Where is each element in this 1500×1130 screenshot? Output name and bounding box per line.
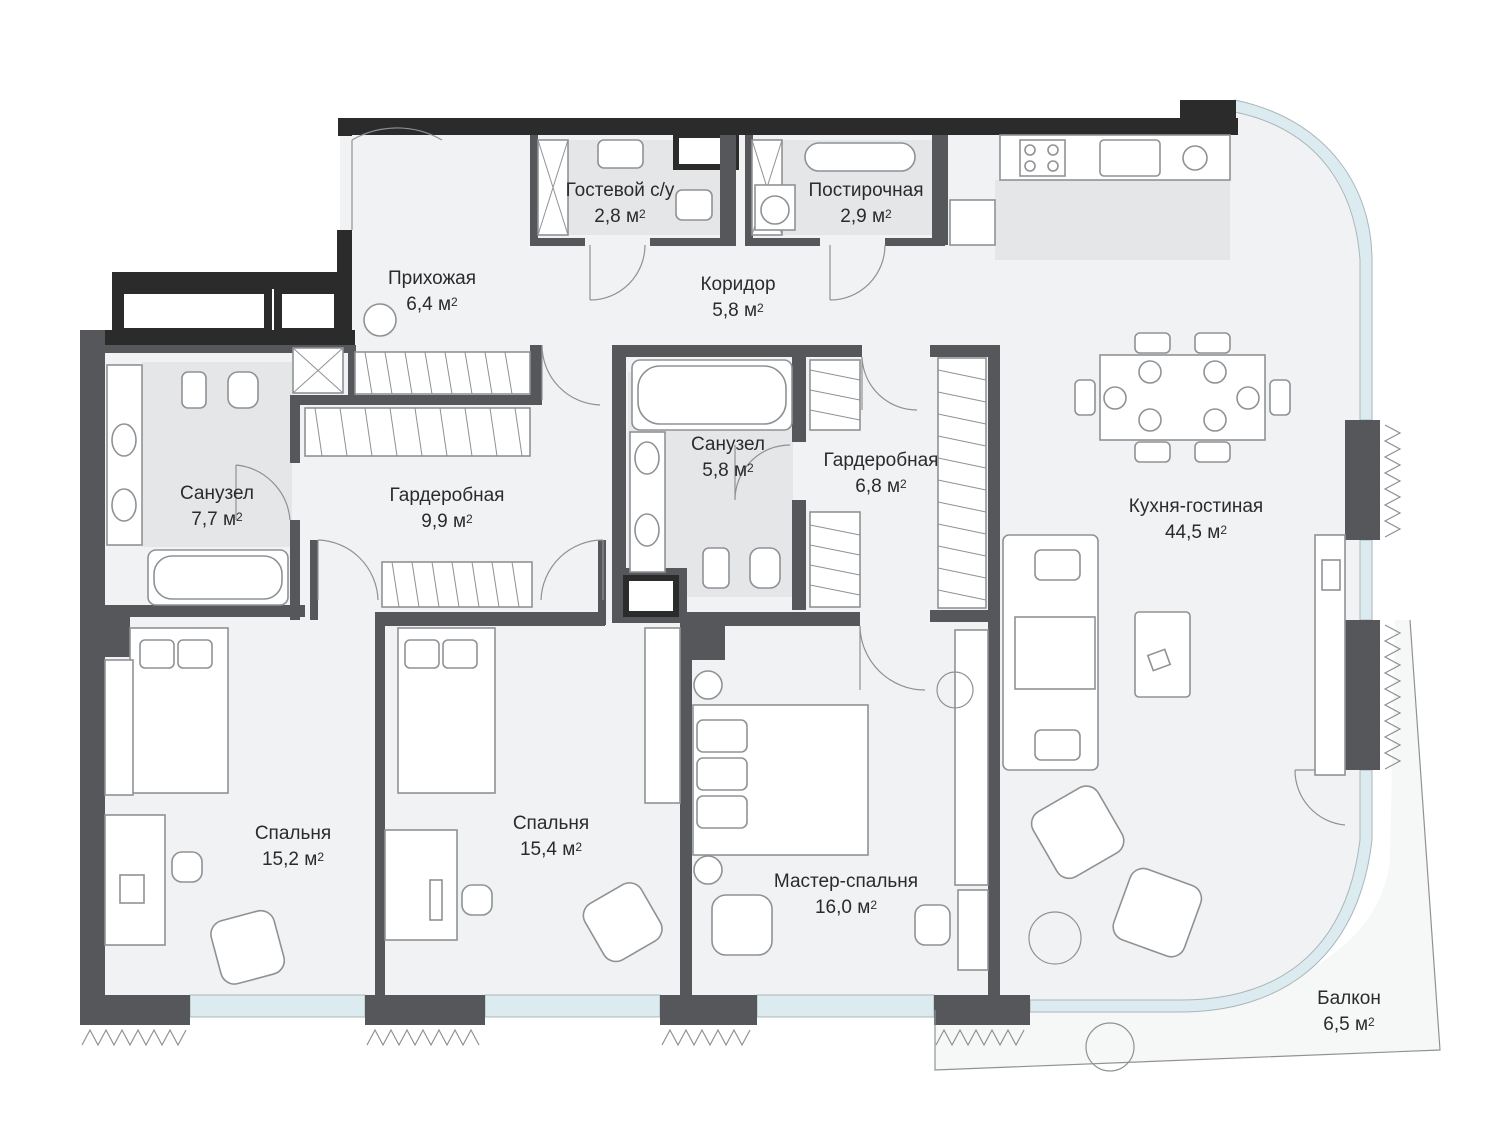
room-label-kitchen-living: Кухня-гостиная 44,5 м2	[1129, 494, 1263, 546]
room-label-wardrobe-2: Гардеробная 6,8 м2	[824, 448, 939, 500]
room-label-wardrobe-1: Гардеробная 9,9 м2	[390, 483, 505, 535]
interior-walls	[105, 135, 1000, 995]
living-furniture	[1002, 534, 1203, 1072]
room-label-bath-2: Санузел 5,8 м2	[691, 432, 765, 484]
room-name: Спальня	[512, 813, 590, 834]
room-name: Мастер-спальня	[773, 871, 919, 892]
room-name: Прихожая	[387, 268, 477, 289]
room-label-bath-1: Санузел 7,7 м2	[180, 481, 254, 533]
room-area: 5,8 м2	[712, 300, 764, 321]
room-area: 9,9 м2	[421, 511, 473, 532]
room-label-balcony: Балкон 6,5 м2	[1317, 986, 1381, 1038]
room-name: Спальня	[254, 823, 332, 844]
bedroom-furniture	[104, 627, 989, 985]
room-area: 2,8 м2	[594, 206, 646, 227]
room-name: Гостевой с/у	[565, 180, 675, 201]
room-area: 7,7 м2	[191, 509, 243, 530]
room-area: 44,5 м2	[1164, 522, 1228, 543]
dining-set	[1074, 332, 1291, 463]
room-label-bedroom-2: Спальня 15,4 м2	[513, 811, 589, 863]
room-area: 6,4 м2	[406, 294, 458, 315]
room-area: 16,0 м2	[814, 897, 877, 918]
room-name: Постирочная	[808, 180, 924, 201]
exterior-walls	[80, 100, 1380, 1025]
room-label-corridor: Коридор 5,8 м2	[700, 272, 775, 324]
room-name: Гардеробная	[823, 450, 939, 471]
room-area: 15,4 м2	[519, 839, 582, 860]
room-name: Балкон	[1317, 988, 1381, 1009]
room-area: 6,8 м2	[855, 476, 907, 497]
room-area: 6,5 м2	[1323, 1014, 1375, 1035]
room-name: Санузел	[690, 434, 766, 455]
doors	[235, 127, 1346, 826]
room-label-guest-wc: Гостевой с/у 2,8 м2	[566, 178, 675, 230]
facade-edge	[81, 424, 1441, 1071]
room-name: Коридор	[700, 274, 776, 295]
room-area: 2,9 м2	[840, 206, 892, 227]
room-name: Санузел	[179, 483, 255, 504]
room-area: 15,2 м2	[261, 849, 324, 870]
kitchen-units	[949, 134, 1346, 776]
room-label-master-bedroom: Мастер-спальня 16,0 м2	[774, 869, 918, 921]
room-label-bedroom-1: Спальня 15,2 м2	[255, 821, 331, 873]
room-area: 5,8 м2	[702, 460, 754, 481]
sanitary-fixtures	[106, 139, 916, 606]
room-name: Кухня-гостиная	[1128, 496, 1264, 517]
room-name: Гардеробная	[389, 485, 505, 506]
room-label-hall: Прихожая 6,4 м2	[388, 266, 476, 318]
room-label-laundry: Постирочная 2,9 м2	[808, 178, 923, 230]
